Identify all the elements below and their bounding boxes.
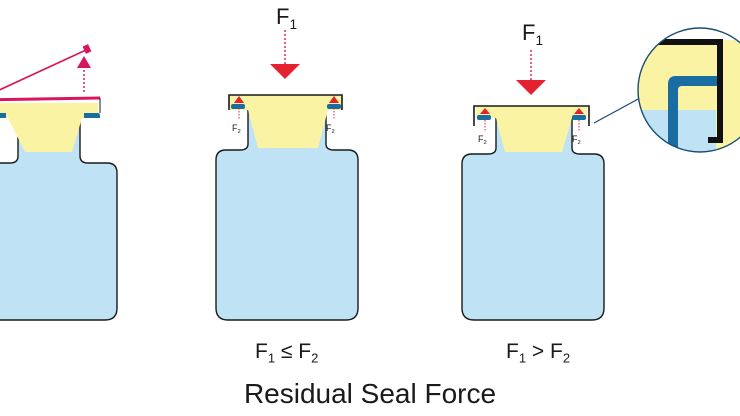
stopper: [0, 103, 98, 152]
page-title: Residual Seal Force: [243, 378, 497, 409]
vial-sealed-compressed: [461, 50, 641, 321]
seal-arrow-left: [480, 108, 490, 114]
f2-label: F2: [572, 134, 581, 146]
f2-label: F2: [478, 134, 487, 146]
f1-arrow-head: [270, 64, 300, 79]
seal-arrow-right: [329, 96, 339, 103]
crimp-cap: [228, 94, 343, 110]
stopper: [476, 106, 587, 152]
zoom-detail: [637, 27, 740, 153]
crimp-ring: [84, 113, 100, 118]
callout-leader: [593, 97, 641, 124]
seal-arrow-right: [574, 108, 584, 114]
f1-arrow-head: [516, 80, 546, 95]
cap-opening-line: [0, 49, 87, 91]
f1-label-right: F1: [522, 20, 544, 48]
stopper: [229, 95, 342, 148]
vial-unsealed: [0, 44, 118, 321]
seal-arrow-left: [234, 96, 244, 103]
f2-label: F2: [326, 123, 335, 135]
cap-lifted: [0, 96, 101, 102]
vial-body: [0, 117, 118, 321]
vial-body: [215, 109, 359, 321]
crimp-cap: [473, 105, 590, 126]
vial-body: [461, 117, 605, 321]
condition-caption-2: F1 > F2: [506, 340, 571, 366]
condition-caption-1: F1 ≤ F2: [255, 340, 319, 366]
f2-label: F2: [232, 123, 241, 135]
f1-label-center: F1: [276, 4, 298, 32]
vial-sealed-tight: [215, 30, 359, 321]
